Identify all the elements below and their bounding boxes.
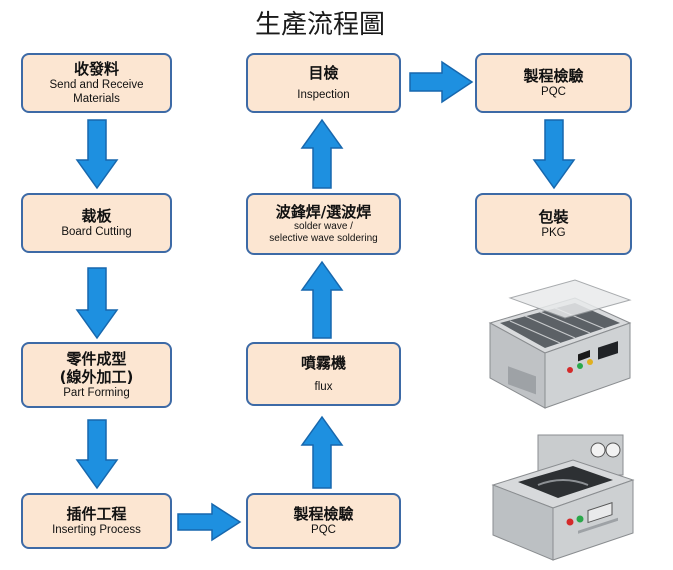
- arrow-up-flux-to-wave: [300, 260, 344, 339]
- step-label-zh: 裁板: [81, 207, 112, 225]
- step-label-en: PQC: [311, 524, 336, 536]
- arrow-down-cutting-to-forming: [75, 267, 119, 340]
- step-label-en: Part Forming: [63, 387, 130, 399]
- arrow-down-forming-to-inserting: [75, 419, 119, 490]
- step-label-zh: 收發料: [73, 60, 119, 78]
- arrow-down-receive-to-cutting: [75, 119, 119, 190]
- arrow-up-pqc-to-flux: [300, 415, 344, 489]
- arrow-right-inserting-to-pqc: [177, 502, 242, 542]
- step-label-zh: 製程檢驗: [523, 67, 584, 85]
- step-label-en: PQC: [541, 86, 566, 98]
- step-label-zh: 波鋒焊/選波焊: [275, 203, 372, 221]
- step-send-receive-materials: 收發料 Send and Receive Materials: [21, 53, 172, 113]
- step-label-en: Inspection: [297, 89, 350, 101]
- step-label-en: selective wave soldering: [269, 233, 378, 244]
- step-label-en: PKG: [541, 227, 566, 239]
- step-label-en: solder wave /: [294, 221, 353, 232]
- step-label-zh: 目檢: [308, 64, 339, 82]
- step-packaging: 包裝 PKG: [475, 193, 632, 255]
- arrow-right-inspection-to-pqc: [409, 60, 474, 104]
- step-board-cutting: 裁板 Board Cutting: [21, 193, 172, 253]
- flux-machine-photo: [491, 434, 635, 561]
- step-flux: 噴霧機 flux: [246, 342, 401, 406]
- step-label-zh: 製程檢驗: [293, 505, 354, 523]
- step-pqc-1: 製程檢驗 PQC: [246, 493, 401, 549]
- step-pqc-2: 製程檢驗 PQC: [475, 53, 632, 113]
- step-inserting-process: 插件工程 Inserting Process: [21, 493, 172, 549]
- step-label-en: Materials: [73, 93, 120, 105]
- step-label-en: Send and Receive: [49, 79, 144, 91]
- step-inspection: 目檢 Inspection: [246, 53, 401, 113]
- step-part-forming: 零件成型 (線外加工) Part Forming: [21, 342, 172, 408]
- arrow-up-wave-to-inspection: [300, 118, 344, 189]
- wave-soldering-machine-photo: [488, 279, 632, 409]
- step-label-zh-sub: (線外加工): [59, 368, 134, 386]
- step-label-zh: 包裝: [538, 208, 569, 226]
- step-label-en: Inserting Process: [52, 524, 141, 536]
- step-label-zh: 插件工程: [66, 505, 127, 523]
- arrow-down-pqc-to-pkg: [532, 119, 576, 190]
- step-label-zh: 噴霧機: [300, 354, 346, 372]
- step-wave-soldering: 波鋒焊/選波焊 solder wave / selective wave sol…: [246, 193, 401, 255]
- step-label-en: Board Cutting: [61, 226, 132, 238]
- diagram-title: 生產流程圖: [254, 10, 385, 40]
- step-label-en: flux: [314, 381, 333, 393]
- step-label-zh: 零件成型: [66, 350, 127, 368]
